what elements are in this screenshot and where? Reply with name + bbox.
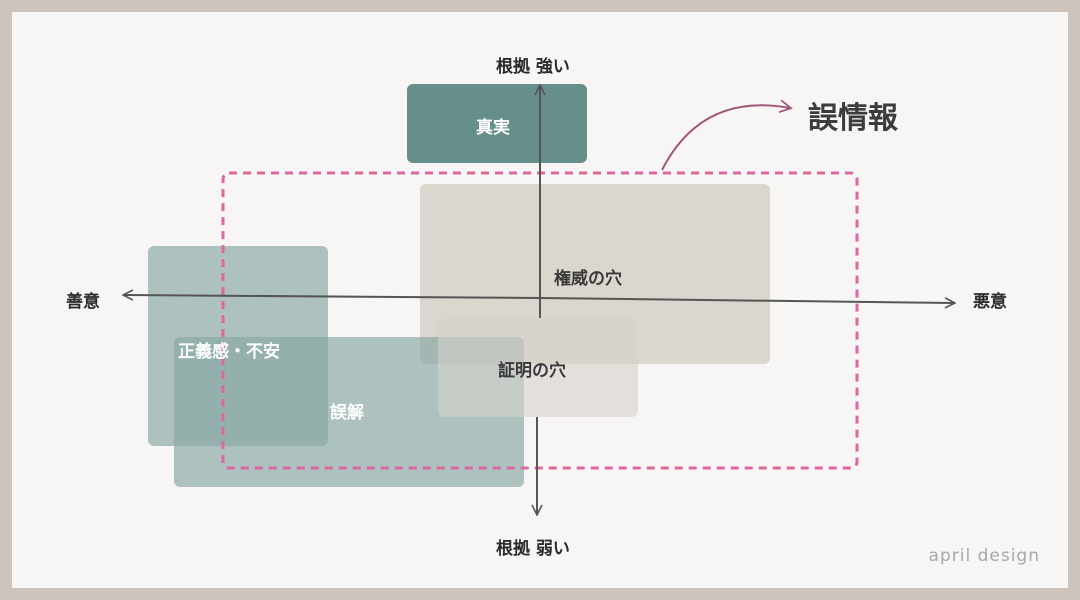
justice-anxiety-label: 正義感・不安 — [178, 342, 280, 362]
horizontal-axis-left — [124, 295, 541, 298]
left-axis-label: 善意 — [66, 292, 100, 312]
horizontal-axis-right — [539, 297, 954, 303]
truth-box — [407, 84, 587, 163]
bottom-axis-label: 根拠 弱い — [496, 539, 570, 559]
proof-hole-label: 証明の穴 — [498, 361, 566, 381]
top-axis-label: 根拠 強い — [496, 57, 570, 77]
diagram-lines — [12, 12, 1068, 588]
diagram-canvas: 根拠 強い 根拠 弱い 善意 悪意 真実 権威の穴 証明の穴 正義感・不安 誤解… — [12, 12, 1068, 588]
misinformation-arrow — [661, 99, 793, 171]
truth-label: 真実 — [476, 118, 510, 138]
misunderstanding-label: 誤解 — [330, 403, 364, 423]
credit-text: april design — [928, 546, 1040, 566]
authority-hole-label: 権威の穴 — [554, 269, 622, 289]
misinformation-label: 誤情報 — [808, 101, 898, 136]
proof-hole-box — [438, 318, 638, 417]
right-axis-label: 悪意 — [973, 292, 1007, 312]
